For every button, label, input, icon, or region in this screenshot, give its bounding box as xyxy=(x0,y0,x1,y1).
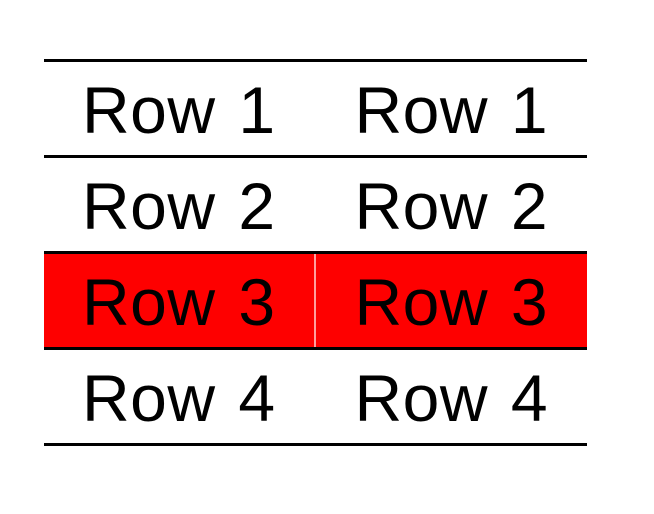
table-cell: Row 2 xyxy=(354,168,549,243)
table-row: Row 1 Row 1 xyxy=(44,59,587,155)
table-cell: Row 4 xyxy=(354,360,549,435)
table-cell-highlighted: Row 3 xyxy=(315,254,587,347)
table-row: Row 4 Row 4 xyxy=(44,347,587,446)
table-cell: Row 1 xyxy=(354,72,549,147)
table-cell: Row 1 xyxy=(81,72,276,147)
table-row-highlighted: Row 3 Row 3 xyxy=(44,251,587,347)
table-cell: Row 2 xyxy=(81,168,276,243)
table-row: Row 2 Row 2 xyxy=(44,155,587,251)
table: Row 1 Row 1 Row 2 Row 2 Row 3 Row 3 Row … xyxy=(44,59,587,446)
table-cell: Row 4 xyxy=(81,360,276,435)
table-cell-highlighted: Row 3 xyxy=(44,254,316,347)
